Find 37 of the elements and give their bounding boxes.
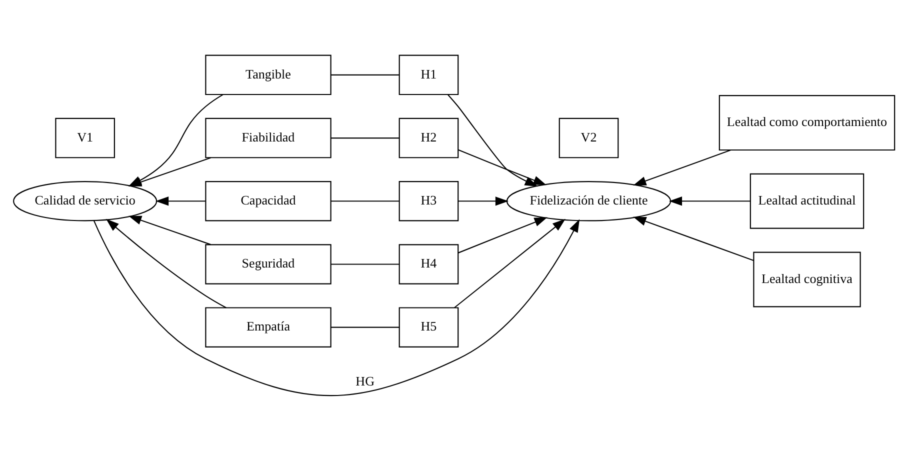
connector — [331, 137, 399, 138]
node-box: H4 — [398, 244, 459, 284]
node-box: H3 — [398, 180, 459, 221]
node-box: H1 — [398, 54, 459, 95]
arrow — [128, 215, 211, 245]
arrow — [458, 196, 508, 206]
node-box: H2 — [398, 117, 459, 158]
connector — [331, 74, 399, 75]
node-box: Capacidad — [205, 180, 332, 221]
connector — [331, 326, 399, 328]
arrow — [94, 218, 580, 396]
node-box: V1 — [55, 117, 115, 158]
node-ellipse: Fidelización de cliente — [506, 180, 672, 221]
arrow — [128, 94, 224, 186]
edge-label: HG — [356, 373, 375, 388]
arrow — [458, 148, 546, 185]
node-box: Lealtad como comportamiento — [718, 94, 896, 150]
node-ellipse: Calidad de servicio — [13, 180, 158, 221]
node-box: Tangible — [205, 54, 332, 95]
arrow — [668, 196, 750, 206]
node-box: V2 — [558, 117, 619, 158]
arrow — [633, 149, 731, 185]
node-box: Fiabilidad — [205, 117, 332, 158]
node-box: Lealtad actitudinal — [750, 172, 864, 228]
arrow — [128, 156, 211, 186]
arrow — [458, 216, 548, 253]
arrow — [448, 94, 538, 186]
arrow — [106, 218, 226, 308]
arrow — [633, 216, 754, 261]
arrow — [454, 218, 566, 308]
node-box: H5 — [398, 306, 459, 347]
connector — [331, 263, 399, 264]
connector — [331, 200, 399, 202]
node-box: Lealtad cognitiva — [753, 251, 861, 307]
node-box: Empatía — [205, 306, 332, 347]
arrow — [156, 196, 206, 206]
node-box: Seguridad — [205, 244, 332, 284]
